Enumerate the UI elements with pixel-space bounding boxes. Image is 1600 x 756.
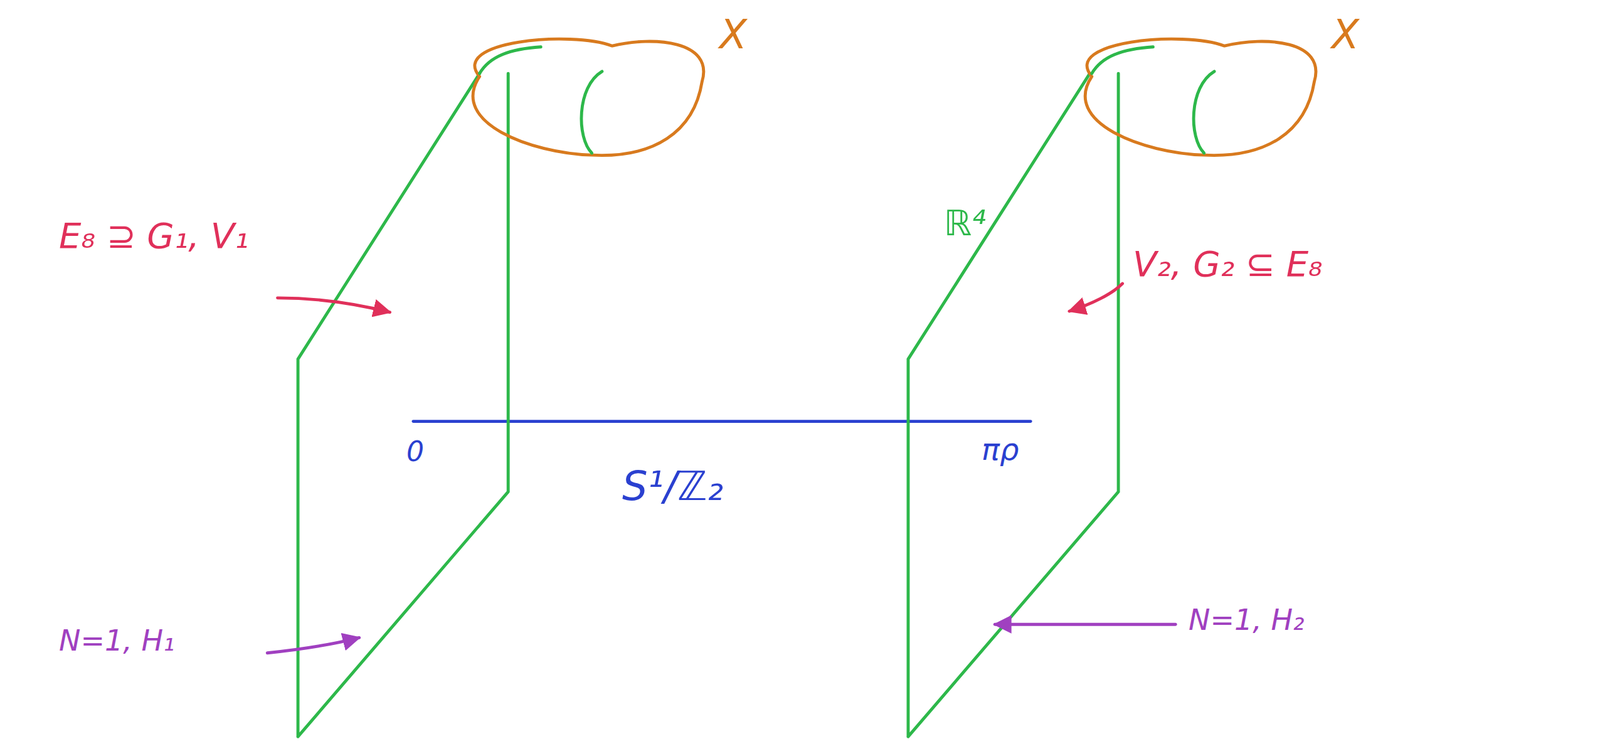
- leader-arrow: [277, 297, 391, 313]
- leader-arrow: [267, 637, 359, 653]
- orbifold-label: S¹/ℤ₂: [622, 464, 724, 509]
- interval-line: [413, 419, 1031, 423]
- leader-arrow: [994, 622, 1176, 626]
- left-manifold: [472, 38, 704, 155]
- endpoint-label: 0: [406, 436, 424, 467]
- susy-label: N=1, H₁: [58, 624, 175, 657]
- left-plane: [297, 73, 509, 737]
- gauge-label: V₂, G₂ ⊆ E₈: [1132, 244, 1323, 284]
- right-manifold: [1085, 38, 1316, 155]
- susy-label: N=1, H₂: [1188, 603, 1305, 636]
- manifold-label: X: [719, 12, 748, 57]
- manifold-label: X: [1331, 12, 1360, 57]
- right-plane: [908, 73, 1119, 737]
- gauge-label: E₈ ⊇ G₁, V₁: [58, 216, 250, 256]
- leader-arrow: [1069, 283, 1123, 312]
- spacetime-label: ℝ⁴: [943, 203, 986, 243]
- endpoint-label: πρ: [981, 432, 1019, 467]
